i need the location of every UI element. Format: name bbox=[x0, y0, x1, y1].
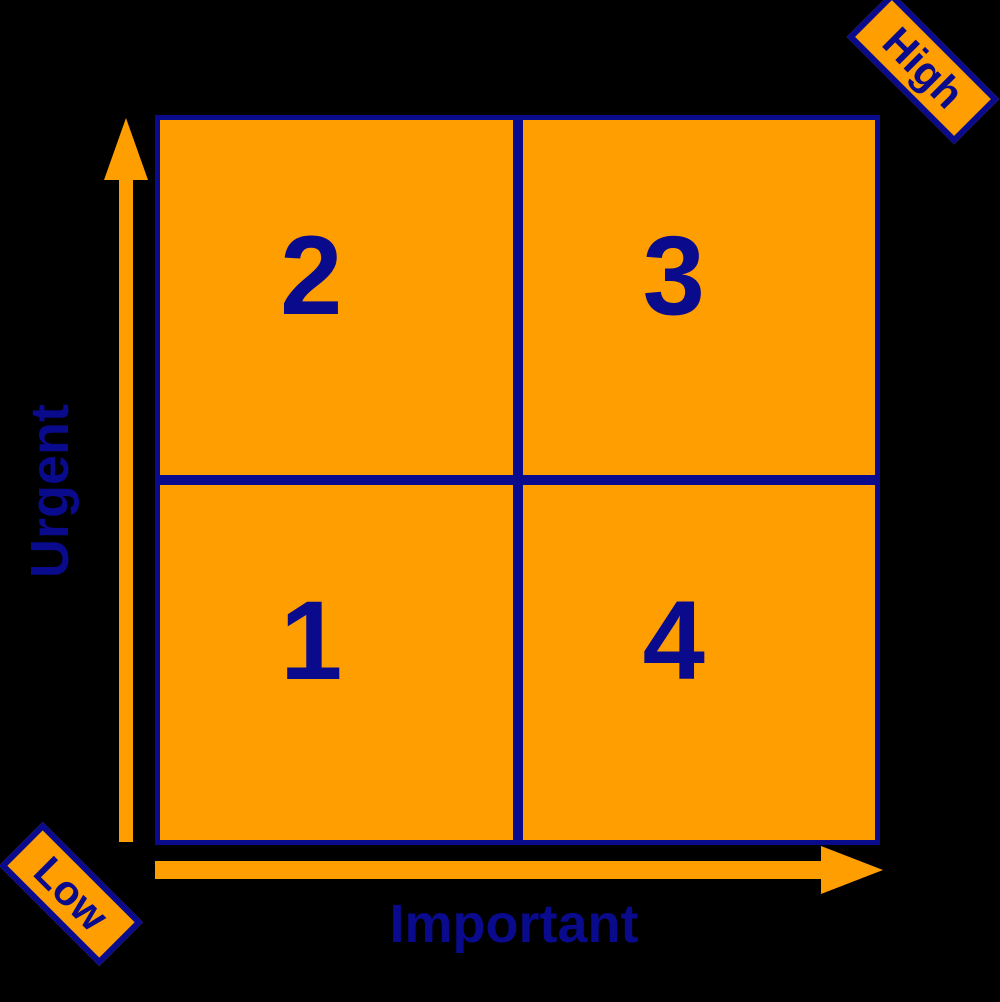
quadrant-bottom-left-number: 1 bbox=[280, 577, 343, 703]
quadrant-top-right[interactable]: 3 bbox=[517, 115, 880, 480]
urgent-axis-label: Urgent bbox=[20, 404, 80, 578]
quadrant-top-left-number: 2 bbox=[280, 212, 343, 338]
matrix-grid: 2 3 1 4 bbox=[155, 115, 880, 845]
quadrant-bottom-right[interactable]: 4 bbox=[517, 480, 880, 845]
quadrant-bottom-left[interactable]: 1 bbox=[155, 480, 518, 845]
urgent-axis-arrow bbox=[104, 118, 148, 842]
quadrant-top-right-number: 3 bbox=[642, 212, 705, 338]
quadrant-top-left[interactable]: 2 bbox=[155, 115, 518, 480]
quadrant-bottom-right-number: 4 bbox=[642, 577, 705, 703]
important-axis-label: Important bbox=[389, 894, 639, 954]
important-axis-arrow bbox=[155, 846, 883, 894]
